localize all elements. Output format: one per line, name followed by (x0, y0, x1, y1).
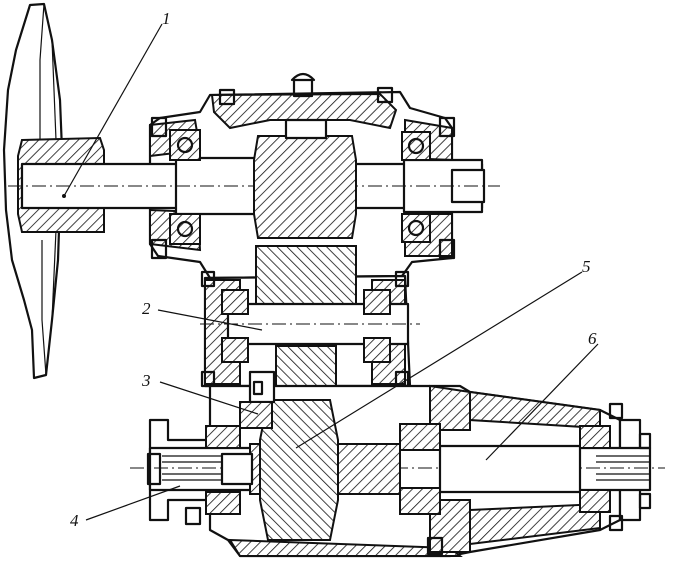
callout-3: 3 (141, 371, 151, 390)
callout-5: 5 (582, 257, 591, 276)
callout-2: 2 (142, 299, 151, 318)
callout-1: 1 (162, 9, 171, 28)
callout-4: 4 (70, 511, 79, 530)
callout-labels: 1 2 3 4 5 6 (70, 9, 597, 530)
callout-6: 6 (588, 329, 597, 348)
lower-housing (130, 370, 665, 558)
leader-lines (62, 23, 599, 521)
input-shaft (8, 118, 500, 245)
